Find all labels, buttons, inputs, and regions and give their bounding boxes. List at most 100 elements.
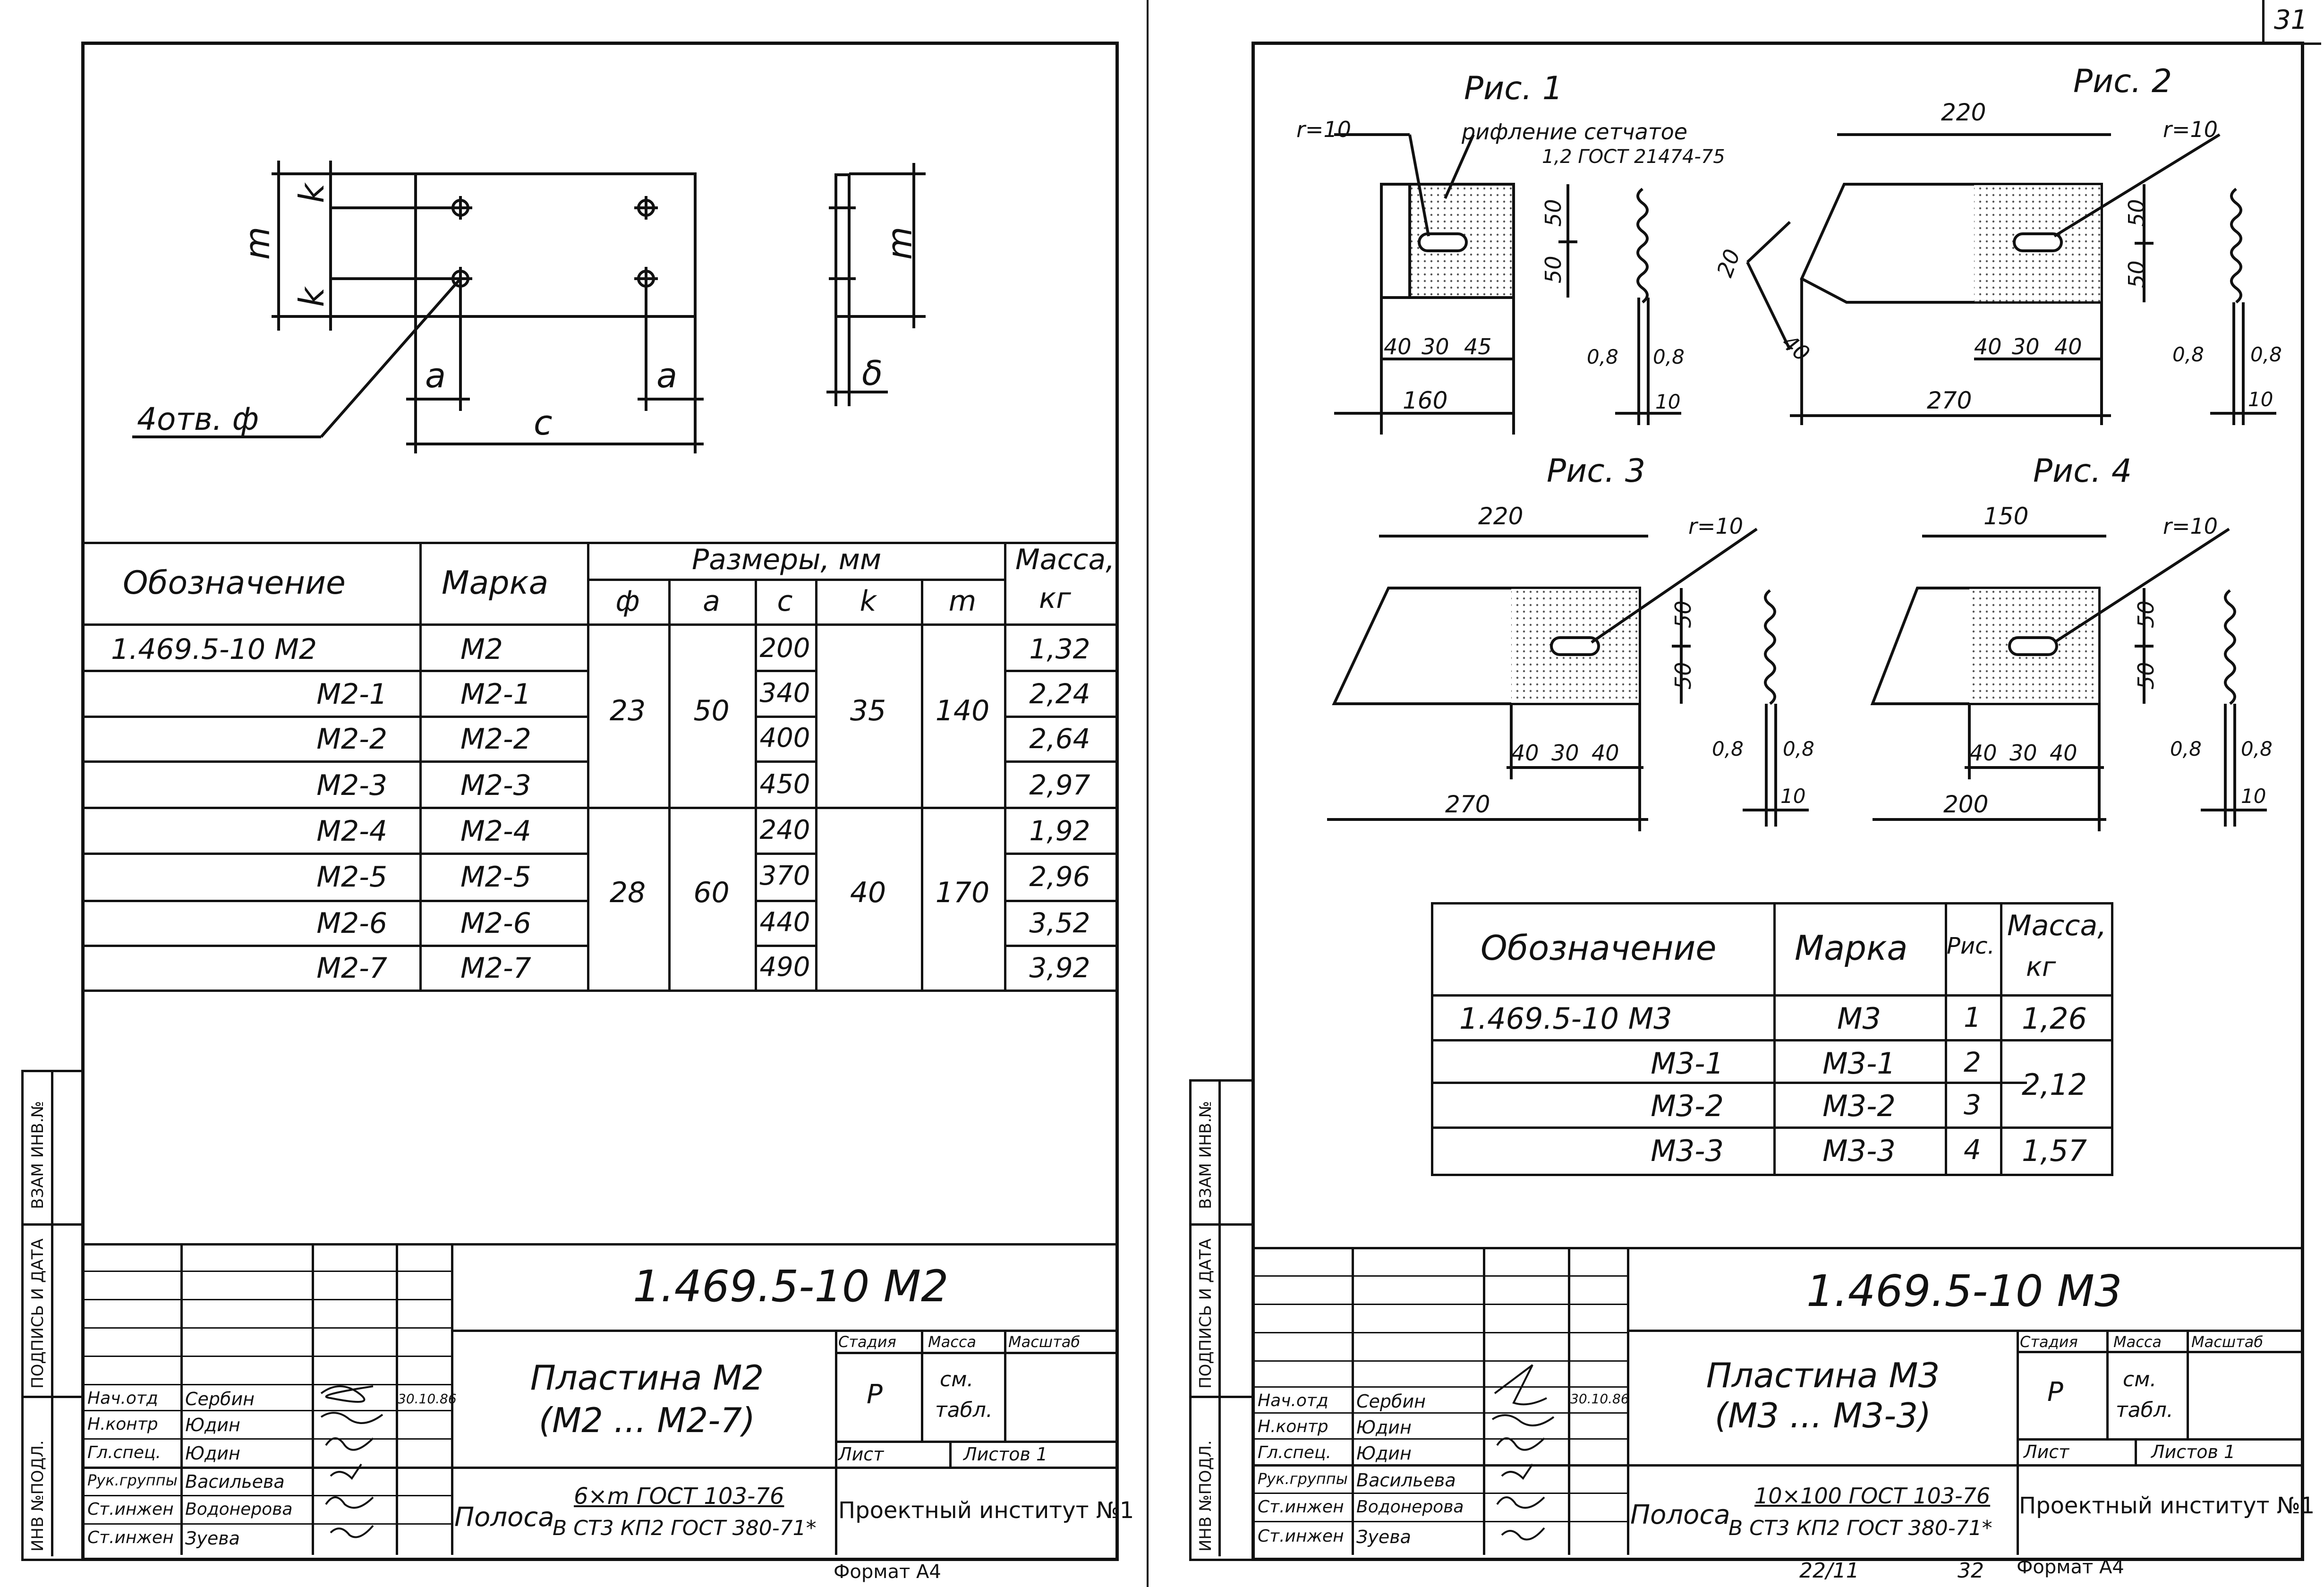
title-name-2: (М3 ... М3-3) xyxy=(1714,1396,1932,1435)
fig4-dim: 0,8 xyxy=(2241,737,2273,760)
sheets-label: Листов 1 xyxy=(963,1444,1048,1465)
m3-row-fig: 2 xyxy=(1964,1046,1981,1078)
fig4-dim: 40 xyxy=(2050,740,2077,766)
fig2-dim: 10 xyxy=(2248,388,2273,411)
holes-label: 4отв. ф xyxy=(137,401,259,437)
mass-label: Масса xyxy=(2113,1333,2162,1351)
fig4-dim: 50 xyxy=(2133,600,2159,628)
row-mark: М2-7 xyxy=(460,952,531,985)
title-code: 1.469.5-10 М3 xyxy=(1806,1266,2122,1316)
row-designation: М2-6 xyxy=(316,907,387,940)
mass-value-2: табл. xyxy=(2116,1398,2173,1422)
fig3-dim: 0,8 xyxy=(1712,737,1744,760)
row-designation: 1.469.5-10 М2 xyxy=(111,633,317,666)
fig1-dim: 160 xyxy=(1403,387,1447,414)
fig1-note1: рифление сетчатое xyxy=(1461,119,1687,145)
m3-header-mass: Масса, xyxy=(2007,909,2107,942)
mass-value-2: табл. xyxy=(935,1398,993,1422)
fig4-dim: 0,8 xyxy=(2170,737,2202,760)
fig1-dim: 0,8 xyxy=(1653,345,1685,368)
mass-value-1: см. xyxy=(2123,1367,2157,1391)
header-mass: Масса, xyxy=(1015,543,1115,576)
m3-row-mark: М3-2 xyxy=(1822,1089,1896,1123)
group-a: 50 xyxy=(693,694,730,727)
m3-row-mark: М3 xyxy=(1837,1001,1881,1036)
mass-value-1: см. xyxy=(940,1367,974,1391)
m3-row-mass: 1,26 xyxy=(2021,1001,2087,1036)
fig1-note2: 1,2 ГОСТ 21474-75 xyxy=(1542,146,1725,168)
row-mark: М2-1 xyxy=(460,678,531,711)
a-label-right: a xyxy=(656,356,677,395)
fig3-dim: 40 xyxy=(1511,740,1539,766)
m3-row-mass: 1,57 xyxy=(2021,1134,2087,1168)
staff-name: Водонерова xyxy=(185,1500,293,1519)
row-mass: 2,24 xyxy=(1029,678,1090,710)
fig1-dim: 40 xyxy=(1384,334,1412,359)
staff-role: Рук.группы xyxy=(87,1471,178,1489)
sheets-label: Листов 1 xyxy=(2151,1442,2236,1462)
fig2-dim: 0,8 xyxy=(2250,343,2282,366)
row-c: 450 xyxy=(759,769,810,800)
title-name-1: Пластина М2 xyxy=(530,1358,764,1398)
fig4-dim: 150 xyxy=(1983,503,2028,530)
fig2-title: Рис. 2 xyxy=(2073,63,2172,100)
material-top: 10×100 ГОСТ 103-76 xyxy=(1754,1483,1991,1509)
row-c: 340 xyxy=(759,678,810,708)
material-prefix: Полоса xyxy=(1630,1500,1730,1530)
fig2-dim: 30 xyxy=(2012,334,2040,359)
fig3-radius: r=10 xyxy=(1688,513,1743,539)
m3-row-designation: М3-2 xyxy=(1651,1089,1724,1123)
subheader-c: c xyxy=(777,585,793,618)
header-mass-unit: кг xyxy=(1039,582,1071,615)
fig4-dim: 30 xyxy=(2009,740,2037,766)
org-name: Проектный институт №1 xyxy=(2019,1493,2315,1519)
m-label-front: m xyxy=(238,227,277,260)
staff-name: Юдин xyxy=(185,1443,240,1464)
row-designation: М2-5 xyxy=(316,861,387,894)
format-label: Формат А4 xyxy=(834,1561,941,1583)
staff-name: Водонерова xyxy=(1356,1497,1464,1517)
m3-row-designation: М3-3 xyxy=(1651,1134,1724,1168)
group-m: 170 xyxy=(935,876,990,909)
m3-header-designation: Обозначение xyxy=(1481,928,1717,968)
m3-row-mark: М3-1 xyxy=(1822,1046,1896,1081)
material-prefix: Полоса xyxy=(454,1502,554,1533)
row-mass: 1,92 xyxy=(1029,815,1090,847)
c-label: c xyxy=(534,403,553,443)
row-mass: 3,92 xyxy=(1029,952,1090,984)
staff-role: Рук.группы xyxy=(1258,1470,1348,1488)
group-k: 35 xyxy=(850,694,886,727)
row-designation: М2-1 xyxy=(316,678,387,711)
fig3-dim: 0,8 xyxy=(1783,737,1814,760)
left-side-strip xyxy=(21,1070,86,1561)
stage-label: Стадия xyxy=(2020,1333,2078,1351)
fig1-dim: 45 xyxy=(1464,334,1492,359)
fig1-radius: r=10 xyxy=(1296,117,1351,142)
row-designation: М2-2 xyxy=(316,723,387,756)
fig1-dim: 0,8 xyxy=(1587,345,1618,368)
stage-value: Р xyxy=(2047,1377,2063,1408)
fig4-title: Рис. 4 xyxy=(2033,452,2132,490)
fig1-title: Рис. 1 xyxy=(1464,70,1563,107)
staff-role: Ст.инжен xyxy=(1258,1497,1344,1517)
staff-role: Гл.спец. xyxy=(1258,1443,1331,1462)
page-number: 31 xyxy=(2274,5,2308,35)
subheader-a: a xyxy=(703,585,720,618)
staff-role: Ст.инжен xyxy=(87,1528,174,1547)
fig2-dim: 40 xyxy=(2054,334,2082,359)
subheader-m: m xyxy=(948,585,977,618)
staff-role: Нач.отд xyxy=(87,1389,158,1408)
fig4-dim: 40 xyxy=(1969,740,1997,766)
row-c: 370 xyxy=(759,861,810,891)
fig2-dim: 50 xyxy=(2124,260,2149,288)
row-mark: М2-2 xyxy=(460,723,531,756)
staff-role: Н.контр xyxy=(1258,1417,1328,1436)
m3-header-fig: Рис. xyxy=(1947,933,1995,959)
row-mark: М2-3 xyxy=(460,769,531,802)
fig3-dim: 50 xyxy=(1670,662,1696,690)
sign-date: 30.10.86 xyxy=(398,1391,457,1407)
subheader-k: k xyxy=(860,585,877,618)
staff-role: Гл.спец. xyxy=(87,1443,161,1462)
fig1-dim: 30 xyxy=(1422,334,1449,359)
m-label-side: m xyxy=(880,227,919,260)
